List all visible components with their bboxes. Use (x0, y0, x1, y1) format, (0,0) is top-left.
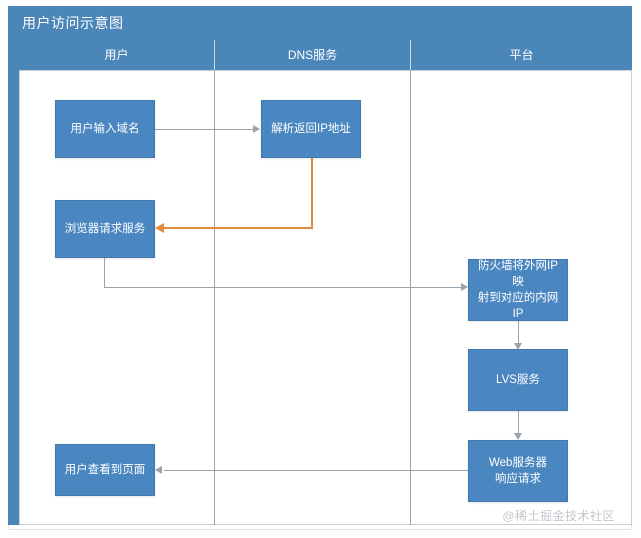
edge-lvs-to-web-arrowhead (514, 433, 522, 440)
node-user-sees-page[interactable]: 用户查看到页面 (55, 444, 155, 496)
lane-header-user: 用户 (104, 48, 129, 62)
node-lvs-service[interactable]: LVS服务 (468, 349, 568, 411)
edge-input-to-resolve-line (155, 129, 253, 130)
edge-firewall-to-lvs-line (518, 321, 519, 349)
node-web-response-label-line1: Web服务器 (489, 457, 547, 469)
node-browser-request[interactable]: 浏览器请求服务 (55, 200, 155, 258)
edge-resolve-to-browser-arrowhead (155, 223, 164, 233)
diagram-left-rail (8, 6, 19, 525)
node-firewall-nat-label-line1: 防火墙将外网IP映 (478, 260, 558, 288)
diagram-title: 用户访问示意图 (22, 15, 124, 31)
edge-web-to-user-line (164, 470, 469, 471)
node-user-input-domain[interactable]: 用户输入域名 (55, 100, 155, 158)
edge-browser-to-firewall-horizontal (104, 287, 466, 288)
edge-browser-to-firewall-arrowhead (461, 283, 468, 291)
lane-header-separator-2 (410, 40, 411, 70)
node-resolve-return-ip-label: 解析返回IP地址 (271, 123, 351, 135)
node-web-response-label: Web服务器 响应请求 (489, 455, 547, 487)
node-user-input-domain-label: 用户输入域名 (70, 123, 140, 135)
node-browser-request-label: 浏览器请求服务 (64, 223, 146, 235)
node-web-response-label-line2: 响应请求 (494, 473, 541, 485)
lane-header-band (19, 40, 632, 70)
lane-header-platform: 平台 (509, 48, 534, 62)
edge-input-to-resolve-arrowhead (253, 125, 260, 133)
node-firewall-nat[interactable]: 防火墙将外网IP映 射到对应的内网IP (468, 259, 568, 321)
node-web-response[interactable]: Web服务器 响应请求 (468, 440, 568, 502)
node-user-sees-page-label: 用户查看到页面 (64, 464, 146, 476)
node-firewall-nat-label: 防火墙将外网IP映 射到对应的内网IP (475, 258, 561, 322)
edge-resolve-to-browser-vertical (311, 158, 313, 229)
lane-header-separator-1 (214, 40, 215, 70)
node-resolve-return-ip[interactable]: 解析返回IP地址 (261, 100, 361, 158)
edge-resolve-to-browser-horizontal (164, 227, 313, 229)
node-lvs-service-label: LVS服务 (496, 374, 540, 386)
lane-header-dns: DNS服务 (287, 48, 338, 62)
node-firewall-nat-label-line2: 射到对应的内网IP (477, 292, 559, 320)
edge-lvs-to-web-line (518, 411, 519, 439)
diagram-title-bar (8, 6, 632, 40)
watermark: @稀土掘金技术社区 (502, 509, 615, 523)
edge-browser-to-firewall-vertical (104, 258, 105, 288)
lane-divider-user-dns (214, 70, 215, 525)
edge-web-to-user-arrowhead (155, 466, 162, 474)
edge-firewall-to-lvs-arrowhead (514, 343, 522, 350)
lane-divider-dns-platform (410, 70, 411, 525)
